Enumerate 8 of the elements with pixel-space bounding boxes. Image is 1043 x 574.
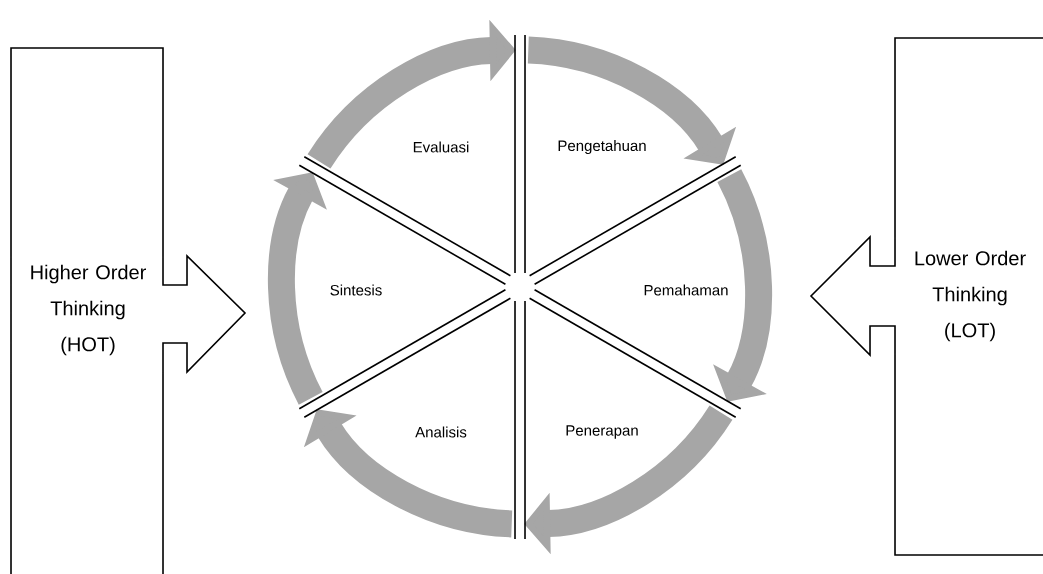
sector: Penerapan	[524, 297, 737, 540]
sector: Pemahaman	[533, 164, 742, 410]
sector: Sintesis	[298, 164, 507, 410]
sector: Evaluasi	[303, 34, 516, 277]
sector: Pengetahuan	[524, 34, 737, 277]
curved-arrow	[527, 36, 737, 165]
sector: Analisis	[303, 297, 516, 540]
curved-arrow	[303, 409, 513, 538]
